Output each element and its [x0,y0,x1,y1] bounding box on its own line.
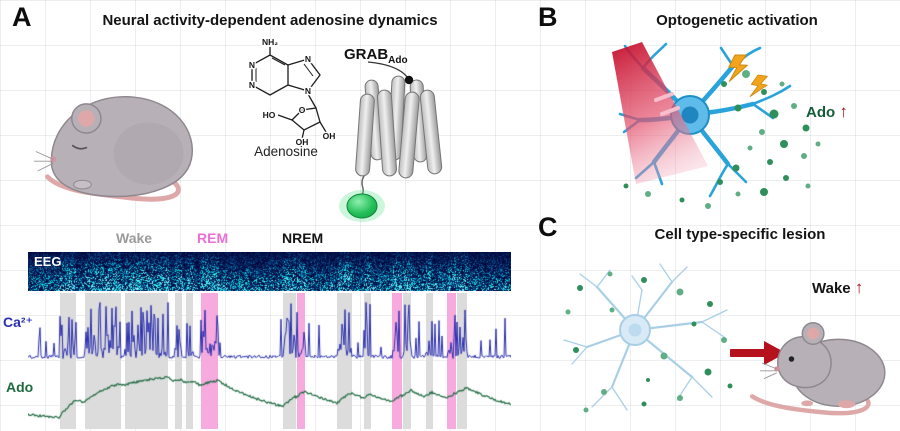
mouse-paw [73,179,92,190]
grab-label-subscript: Ado [388,55,408,66]
ribose-ring [291,107,321,131]
beam-stripes [654,92,680,116]
mouse-ear-inner [78,110,95,127]
trace-label-ca: Ca²⁺ [3,314,33,330]
gfp-green-fluorophore [346,193,378,219]
neuron-nucleus [681,106,699,124]
adenosine-label: Adenosine [254,144,318,159]
mouse-head [776,335,832,389]
mouse-closed-eye [71,144,88,150]
atom-n1: N [249,60,255,70]
atom-nh2: NH₂ [262,37,278,47]
adenosine-dots [623,70,821,209]
mouse-whiskers [33,151,54,172]
lesioned-nucleus [628,323,642,337]
stage-label-rem: REM [197,230,229,246]
hypnogram-band-rem [447,293,456,429]
stage-label-wake: Wake [116,230,153,246]
stage-label-nrem: NREM [282,230,324,246]
hypnogram-band-wake [364,293,371,429]
ado-trace-canvas [28,362,511,428]
lesioned-processes [563,263,728,411]
adenosine-structure: NH₂ N N N N O OH OH HO [248,36,337,149]
label-connector-line [367,61,409,79]
hypnogram-band-wake [426,293,433,429]
sensor-attachment-dot [404,75,414,85]
mouse-tail [749,392,871,416]
hypnogram-band-wake [186,293,194,429]
mouse-whiskers [760,362,777,380]
adenosine-dots [565,271,733,413]
hypnogram-band-wake [456,293,468,429]
sleeping-mouse-illustration [33,96,194,202]
eeg-spectrogram-canvas [28,252,511,291]
mouse-hind-foot [837,400,856,409]
glycosidic-bond [307,93,317,109]
up-arrow-icon: ↑ [839,102,848,121]
hydroxyl-bonds [277,114,327,140]
atom-ho-left: HO [263,110,276,120]
panel-b-label: B [538,2,558,32]
panel-c-result: Wake ↑ [812,278,863,298]
panel-c-label: C [538,212,558,242]
panel-c-title: Cell type-specific lesion [654,226,826,243]
recording-traces: EEG [28,252,511,429]
trace-label-ado: Ado [6,379,34,395]
mouse-tail [45,174,181,202]
panel-a-label: A [12,2,32,32]
lightning-bolt-icon [728,54,768,97]
panel-b-title: Optogenetic activation [656,12,818,29]
lesioned-neuron-illustration [563,263,733,413]
grab-sensor-illustration [339,61,443,222]
panel-b-result: Ado ↑ [806,102,848,122]
atom-n7: N [305,54,311,64]
hypnogram-band-rem [392,293,402,429]
red-light-beam [612,42,708,184]
grab-ado-label: GRABAdo [344,46,408,66]
ca-trace-canvas [28,295,511,361]
trace-label-eeg: EEG [34,254,62,269]
mouse-nose [774,366,780,372]
right-arrow-icon [730,341,786,365]
panel-a-title: Neural activity-dependent adenosine dyna… [102,12,438,29]
atom-o: O [299,105,306,115]
atom-n9: N [305,86,311,96]
grab-label-text: GRAB [344,46,389,63]
result-b-text: Ado [806,104,836,121]
double-bonds [255,57,286,82]
hypnogram-band-rem [296,293,306,429]
hypnogram-band-wake [174,293,182,429]
atom-oh-right: OH [323,131,336,141]
result-c-text: Wake [812,280,851,297]
double-bond-2 [303,63,314,77]
optogenetic-neuron-illustration [612,42,821,209]
mouse-eye [788,356,795,362]
awake-mouse-illustration [749,321,886,416]
up-arrow-icon: ↑ [854,278,864,297]
purine-pentagon [287,58,321,92]
purine-hexagon [251,54,289,96]
mouse-ear-inner [807,327,819,340]
mouse-front-foot [801,400,814,407]
mouse-haunch-shading [113,122,184,185]
receptor-helices [355,75,443,179]
atom-n3: N [249,80,255,90]
hypnogram-band-wake [402,293,412,429]
atom-oh-bottom: OH [296,137,309,147]
